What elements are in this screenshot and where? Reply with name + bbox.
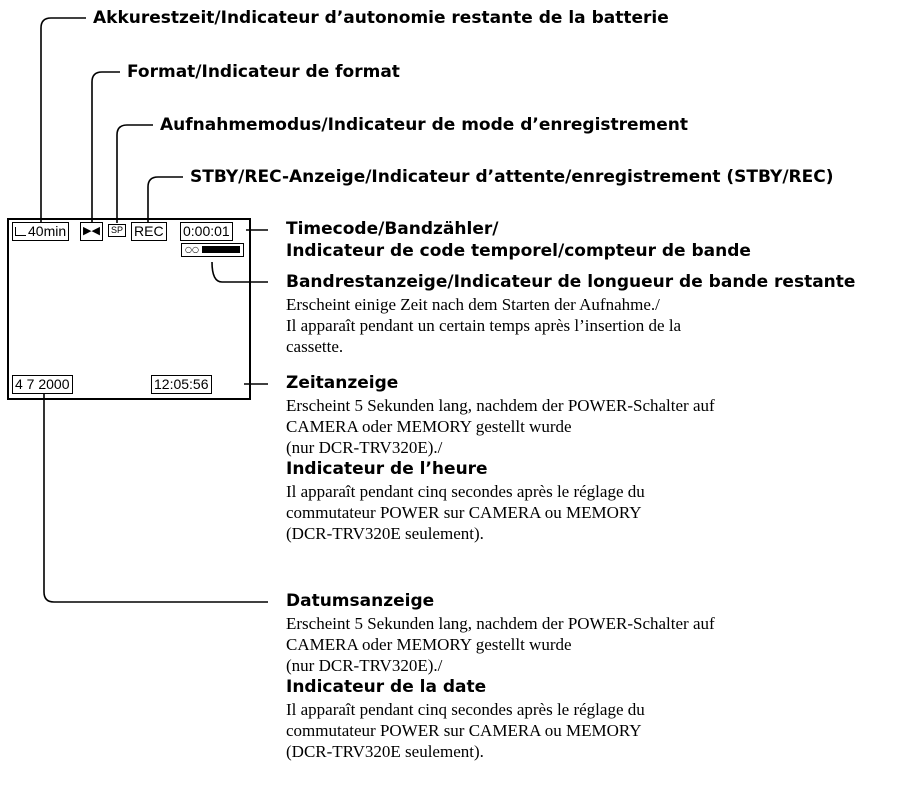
battery-leader-line xyxy=(40,17,86,223)
format-leader-line xyxy=(91,71,120,223)
tape-description-2: Il apparaît pendant un certain temps apr… xyxy=(286,316,682,335)
tape-description-1: Erscheint einige Zeit nach dem Starten d… xyxy=(286,295,660,314)
date-de-line-2: CAMERA oder MEMORY gestellt wurde xyxy=(286,635,572,654)
mode-callout: Aufnahmemodus/Indicateur de mode d’enreg… xyxy=(160,115,689,135)
date-fr-title: Indicateur de la date xyxy=(286,677,487,697)
date-leader-line xyxy=(43,394,268,603)
date-callout-title: Datumsanzeige xyxy=(286,591,435,611)
date-de-line-1: Erscheint 5 Sekunden lang, nachdem der P… xyxy=(286,614,715,633)
mode-indicator: SP xyxy=(108,224,127,237)
tape-callout-title: Bandrestanzeige/Indicateur de longueur d… xyxy=(286,272,856,292)
time-fr-line-1: Il apparaît pendant cinq secondes après … xyxy=(286,482,645,501)
date-fr-line-2: commutateur POWER sur CAMERA ou MEMORY xyxy=(286,721,642,740)
date-fr-line-1: Il apparaît pendant cinq secondes après … xyxy=(286,700,645,719)
tape-remaining-indicator: ○○ xyxy=(181,243,244,257)
timecode-callout-line-2: Indicateur de code temporel/compteur de … xyxy=(286,241,751,261)
rec-indicator: REC xyxy=(131,222,167,241)
tape-leader-line xyxy=(211,261,268,283)
format-icon: ▶◀ xyxy=(83,225,100,237)
date-indicator: 4 7 2000 xyxy=(12,375,73,394)
time-fr-title: Indicateur de l’heure xyxy=(286,459,488,479)
mode-icon: SP xyxy=(111,225,124,235)
timecode-callout-line-1: Timecode/Bandzähler/ xyxy=(286,219,499,239)
timecode-value: 0:00:01 xyxy=(183,223,230,239)
time-de-line-2: CAMERA oder MEMORY gestellt wurde xyxy=(286,417,572,436)
battery-indicator: 40min xyxy=(12,222,70,241)
tape-remaining-bar xyxy=(202,246,240,253)
time-fr-line-3: (DCR-TRV320E seulement). xyxy=(286,524,484,543)
time-indicator: 12:05:56 xyxy=(151,375,212,394)
format-callout: Format/Indicateur de format xyxy=(127,62,400,82)
stby-rec-callout: STBY/REC-Anzeige/Indicateur d’attente/en… xyxy=(190,167,834,187)
timecode-indicator: 0:00:01 xyxy=(180,222,233,241)
tape-description-3: cassette. xyxy=(286,337,344,356)
mode-leader-line xyxy=(116,124,153,223)
stby-rec-leader-line xyxy=(147,176,183,223)
rec-label: REC xyxy=(134,223,164,239)
battery-icon xyxy=(15,227,26,236)
time-de-line-1: Erscheint 5 Sekunden lang, nachdem der P… xyxy=(286,396,715,415)
time-fr-line-2: commutateur POWER sur CAMERA ou MEMORY xyxy=(286,503,642,522)
tape-icon: ○○ xyxy=(185,245,199,254)
time-callout-title: Zeitanzeige xyxy=(286,373,399,393)
viewfinder-screen xyxy=(7,218,251,400)
battery-time: 40min xyxy=(28,223,67,239)
battery-callout: Akkurestzeit/Indicateur d’autonomie rest… xyxy=(93,8,669,28)
format-indicator: ▶◀ xyxy=(80,222,103,241)
time-de-line-3: (nur DCR-TRV320E)./ xyxy=(286,438,443,457)
date-de-line-3: (nur DCR-TRV320E)./ xyxy=(286,656,443,675)
date-fr-line-3: (DCR-TRV320E seulement). xyxy=(286,742,484,761)
time-value: 12:05:56 xyxy=(154,376,209,392)
date-value: 4 7 2000 xyxy=(15,376,70,392)
